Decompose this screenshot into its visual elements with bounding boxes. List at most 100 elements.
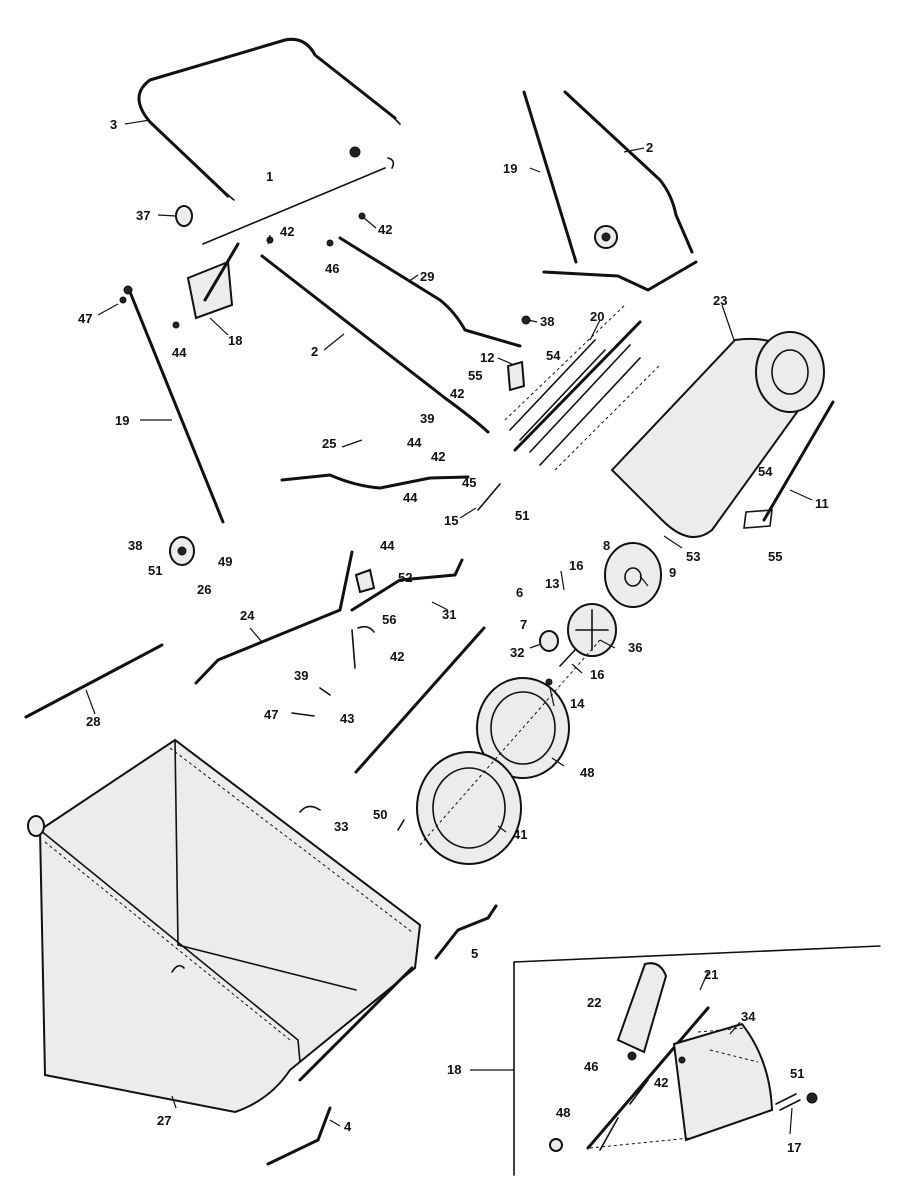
linkage-rod-lower xyxy=(351,629,356,669)
spring-clip xyxy=(266,1106,332,1166)
upper-handle xyxy=(137,37,397,198)
callout-4: 4 xyxy=(344,1119,352,1134)
callout-47: 47 xyxy=(78,311,92,326)
callout-51: 51 xyxy=(790,1066,804,1081)
callout-48: 48 xyxy=(580,765,594,780)
washer xyxy=(545,678,553,686)
axle-rod-31 xyxy=(354,626,486,774)
callout-28: 28 xyxy=(86,714,100,729)
callout-46: 46 xyxy=(584,1059,598,1074)
clip-33 xyxy=(299,805,321,813)
callout-44: 44 xyxy=(403,490,418,505)
drive-gear-spokes xyxy=(575,609,609,651)
lower-handle-left-end xyxy=(123,285,133,295)
callout-8: 8 xyxy=(603,538,610,553)
callout-2: 2 xyxy=(311,344,318,359)
callout-43: 43 xyxy=(340,711,354,726)
callout-44: 44 xyxy=(380,538,395,553)
callout-17: 17 xyxy=(787,1140,801,1155)
callout-23: 23 xyxy=(713,293,727,308)
callout-12: 12 xyxy=(480,350,494,365)
wheel-shaft xyxy=(559,649,576,667)
callout-51: 51 xyxy=(515,508,529,523)
shaft-pin xyxy=(477,483,501,511)
wheel-rim-inner xyxy=(490,691,556,765)
handle-bar-right xyxy=(563,90,694,254)
tie-rod-nut xyxy=(349,146,361,158)
small-bracket-39 xyxy=(319,687,331,696)
housing-wheel-hub xyxy=(771,349,809,395)
callout-36: 36 xyxy=(628,640,642,655)
fastener xyxy=(326,239,334,247)
callout-51: 51 xyxy=(148,563,162,578)
callout-53: 53 xyxy=(686,549,700,564)
callout-38: 38 xyxy=(540,314,554,329)
callout-33: 33 xyxy=(334,819,348,834)
linkage-clip xyxy=(357,625,375,633)
brace-bar xyxy=(280,473,470,490)
side-bracket xyxy=(762,400,835,522)
callout-15: 15 xyxy=(444,513,458,528)
hopper xyxy=(27,738,422,1114)
callout-16: 16 xyxy=(569,558,583,573)
callout-18: 18 xyxy=(447,1062,461,1077)
callout-46: 46 xyxy=(325,261,339,276)
callout-42: 42 xyxy=(431,449,445,464)
callout-13: 13 xyxy=(545,576,559,591)
callout-42: 42 xyxy=(654,1075,668,1090)
callout-47: 47 xyxy=(264,707,278,722)
callout-39: 39 xyxy=(294,668,308,683)
tire-inner xyxy=(432,767,506,849)
linkage-bracket xyxy=(354,568,376,594)
callout-14: 14 xyxy=(570,696,585,711)
upper-handle-ends xyxy=(221,111,401,201)
callout-20: 20 xyxy=(590,309,604,324)
tie-rod xyxy=(202,167,386,245)
side-bracket-plate xyxy=(743,509,773,529)
handle-bottom-link xyxy=(542,260,698,292)
callout-9: 9 xyxy=(669,565,676,580)
callout-42: 42 xyxy=(280,224,294,239)
callout-18: 18 xyxy=(228,333,242,348)
callout-49: 49 xyxy=(218,554,232,569)
callout-37: 37 xyxy=(136,208,150,223)
callout-38: 38 xyxy=(128,538,142,553)
callout-56: 56 xyxy=(382,612,396,627)
fastener xyxy=(358,212,366,220)
callout-31: 31 xyxy=(442,607,456,622)
linkage-rod-24 xyxy=(194,550,354,685)
callout-52: 52 xyxy=(398,570,412,585)
callout-54: 54 xyxy=(546,348,561,363)
callout-1: 1 xyxy=(266,169,273,184)
callout-19: 19 xyxy=(503,161,517,176)
fastener xyxy=(172,321,180,329)
callout-2: 2 xyxy=(646,140,653,155)
callout-26: 26 xyxy=(197,582,211,597)
callout-3: 3 xyxy=(110,117,117,132)
handle-bar-29 xyxy=(338,236,522,348)
callout-55: 55 xyxy=(468,368,482,383)
callout-54: 54 xyxy=(758,464,773,479)
fastener xyxy=(119,296,127,304)
callout-42: 42 xyxy=(390,649,404,664)
handle-bar-left xyxy=(260,254,490,434)
brush-bracket xyxy=(506,360,526,392)
bolt-47 xyxy=(291,712,315,717)
callout-42: 42 xyxy=(378,222,392,237)
callout-50: 50 xyxy=(373,807,387,822)
height-adjuster-lever xyxy=(203,242,240,302)
callout-44: 44 xyxy=(172,345,187,360)
tie-rod-hook xyxy=(387,157,395,169)
callout-24: 24 xyxy=(240,608,255,623)
part-callouts: 3 1 37 42 42 46 47 44 18 19 2 19 2 29 38… xyxy=(78,117,829,1155)
callout-55: 55 xyxy=(768,549,782,564)
callout-44: 44 xyxy=(407,435,422,450)
handle-pulley-hub xyxy=(601,232,611,242)
axle-rod-28 xyxy=(24,643,164,719)
leader-lines xyxy=(85,119,813,1135)
linkage-rod-56 xyxy=(350,558,464,612)
inset-height-adjuster xyxy=(513,945,881,1176)
callout-6: 6 xyxy=(516,585,523,600)
callout-32: 32 xyxy=(510,645,524,660)
